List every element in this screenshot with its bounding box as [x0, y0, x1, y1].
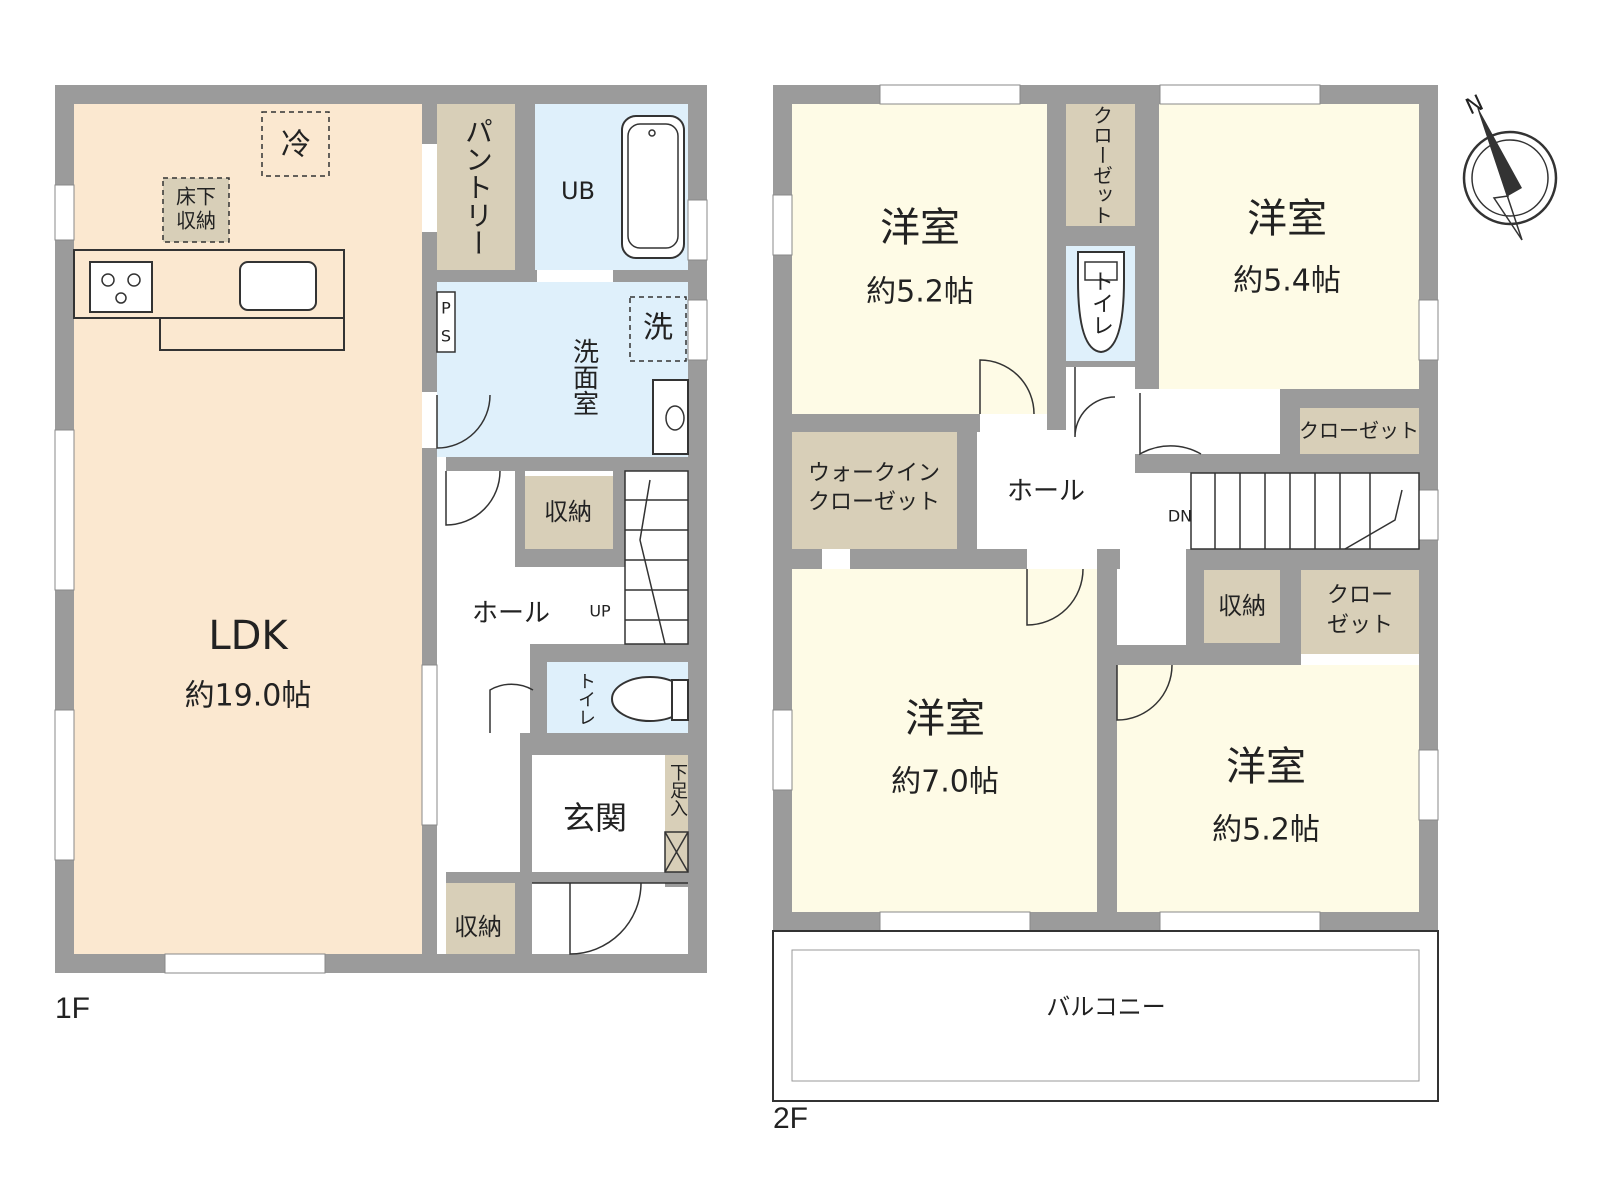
room-ne-name: 洋室 — [1247, 196, 1327, 242]
washer-space — [629, 296, 687, 362]
floor-1-doors — [436, 394, 642, 955]
walk-in-closet-label-1: ウォークイン — [808, 461, 940, 486]
toilet-1f-label: トイレ — [575, 672, 596, 726]
shoe-box-label: 下足入 — [667, 763, 688, 817]
balcony — [772, 930, 1439, 1102]
toilet-2f-label: トイレ — [1088, 270, 1113, 336]
room-sw-name: 洋室 — [905, 696, 985, 742]
room-se-size: 約5.2帖 — [1212, 813, 1320, 848]
entrance-label: 玄関 — [563, 799, 627, 837]
room-ne — [1159, 104, 1419, 389]
bath-label: UB — [561, 177, 595, 205]
washroom — [437, 282, 688, 457]
closet-se — [1301, 570, 1419, 654]
room-se-name: 洋室 — [1226, 744, 1306, 790]
floor-1-windows — [54, 184, 708, 974]
fridge-space — [261, 111, 330, 177]
floor-2-label: 2F — [773, 1102, 808, 1135]
wash-basin-icon — [652, 379, 689, 455]
washer-label: 洗 — [643, 311, 673, 346]
floor-1: LDK 約19.0帖 冷 床下 収納 パントリー UB P S 洗 洗面室 収納… — [54, 85, 708, 1025]
room-sw — [792, 569, 1097, 912]
floor-1-label: 1F — [55, 992, 90, 1025]
closet-top-label: クローゼット — [1090, 105, 1114, 225]
ldk-room — [74, 104, 422, 954]
walk-in-closet — [792, 432, 957, 549]
compass: N — [1462, 91, 1558, 241]
stairs-2f — [1190, 472, 1420, 550]
closet-se-label-2: ゼット — [1327, 613, 1393, 638]
ldk-label: LDK — [208, 613, 289, 659]
hall-2f-label: ホール — [1007, 477, 1085, 507]
toilet-2f-icon — [1077, 251, 1125, 354]
ps-label-1: P — [441, 299, 451, 318]
room-ne-size: 約5.4帖 — [1233, 264, 1341, 299]
stairs-dn-label: DN — [1168, 507, 1192, 526]
pantry — [437, 104, 515, 270]
room-nw-name: 洋室 — [880, 205, 960, 251]
kitchen-counter — [73, 249, 345, 351]
floor-2-windows — [772, 84, 1439, 932]
ps-label-2: S — [441, 327, 451, 346]
fridge-label: 冷 — [281, 128, 311, 163]
stove-icon — [89, 261, 153, 313]
room-nw — [792, 104, 1047, 414]
compass-needle-icon — [1478, 108, 1522, 196]
underfloor-storage — [162, 177, 230, 243]
floor-2-doors — [979, 359, 1202, 721]
washroom-label: 洗面室 — [569, 338, 599, 416]
stairs-1f — [624, 470, 689, 645]
sink-icon — [239, 261, 317, 311]
compass-north-label: N — [1462, 91, 1487, 121]
pantry-label: パントリー — [461, 117, 494, 257]
room-sw-size: 約7.0帖 — [891, 765, 999, 800]
bathtub-icon — [621, 115, 685, 259]
closet-se-label-1: クロー — [1327, 583, 1393, 608]
underfloor-label-1: 床下 — [176, 185, 216, 209]
balcony-label: バルコニー — [1046, 993, 1166, 1021]
stairs-up-label: UP — [589, 602, 611, 621]
room-se — [1113, 665, 1419, 912]
closet-ne-label: クローゼット — [1299, 419, 1419, 443]
room-nw-size: 約5.2帖 — [866, 275, 974, 310]
hall-1f-label: ホール — [472, 599, 550, 629]
ldk-size: 約19.0帖 — [185, 679, 312, 714]
pipe-space — [436, 291, 456, 353]
underfloor-label-2: 収納 — [176, 209, 216, 233]
storage-2f-label: 収納 — [1218, 592, 1266, 620]
storage-2f — [1204, 570, 1280, 643]
storage-bottom — [446, 883, 515, 954]
closet-top — [1066, 104, 1135, 226]
compass-ring-icon — [1462, 130, 1558, 226]
walk-in-closet-label-2: クローゼット — [808, 490, 940, 515]
floor-2: 洋室 約5.2帖 洋室 約5.4帖 洋室 約7.0帖 洋室 約5.2帖 クローゼ… — [772, 84, 1439, 1135]
closet-ne — [1300, 408, 1419, 454]
storage-hall-label: 収納 — [544, 498, 592, 526]
storage-bottom-label: 収納 — [454, 913, 502, 941]
floor-2-interior-walls — [792, 85, 1419, 912]
storage-hall — [525, 476, 613, 549]
